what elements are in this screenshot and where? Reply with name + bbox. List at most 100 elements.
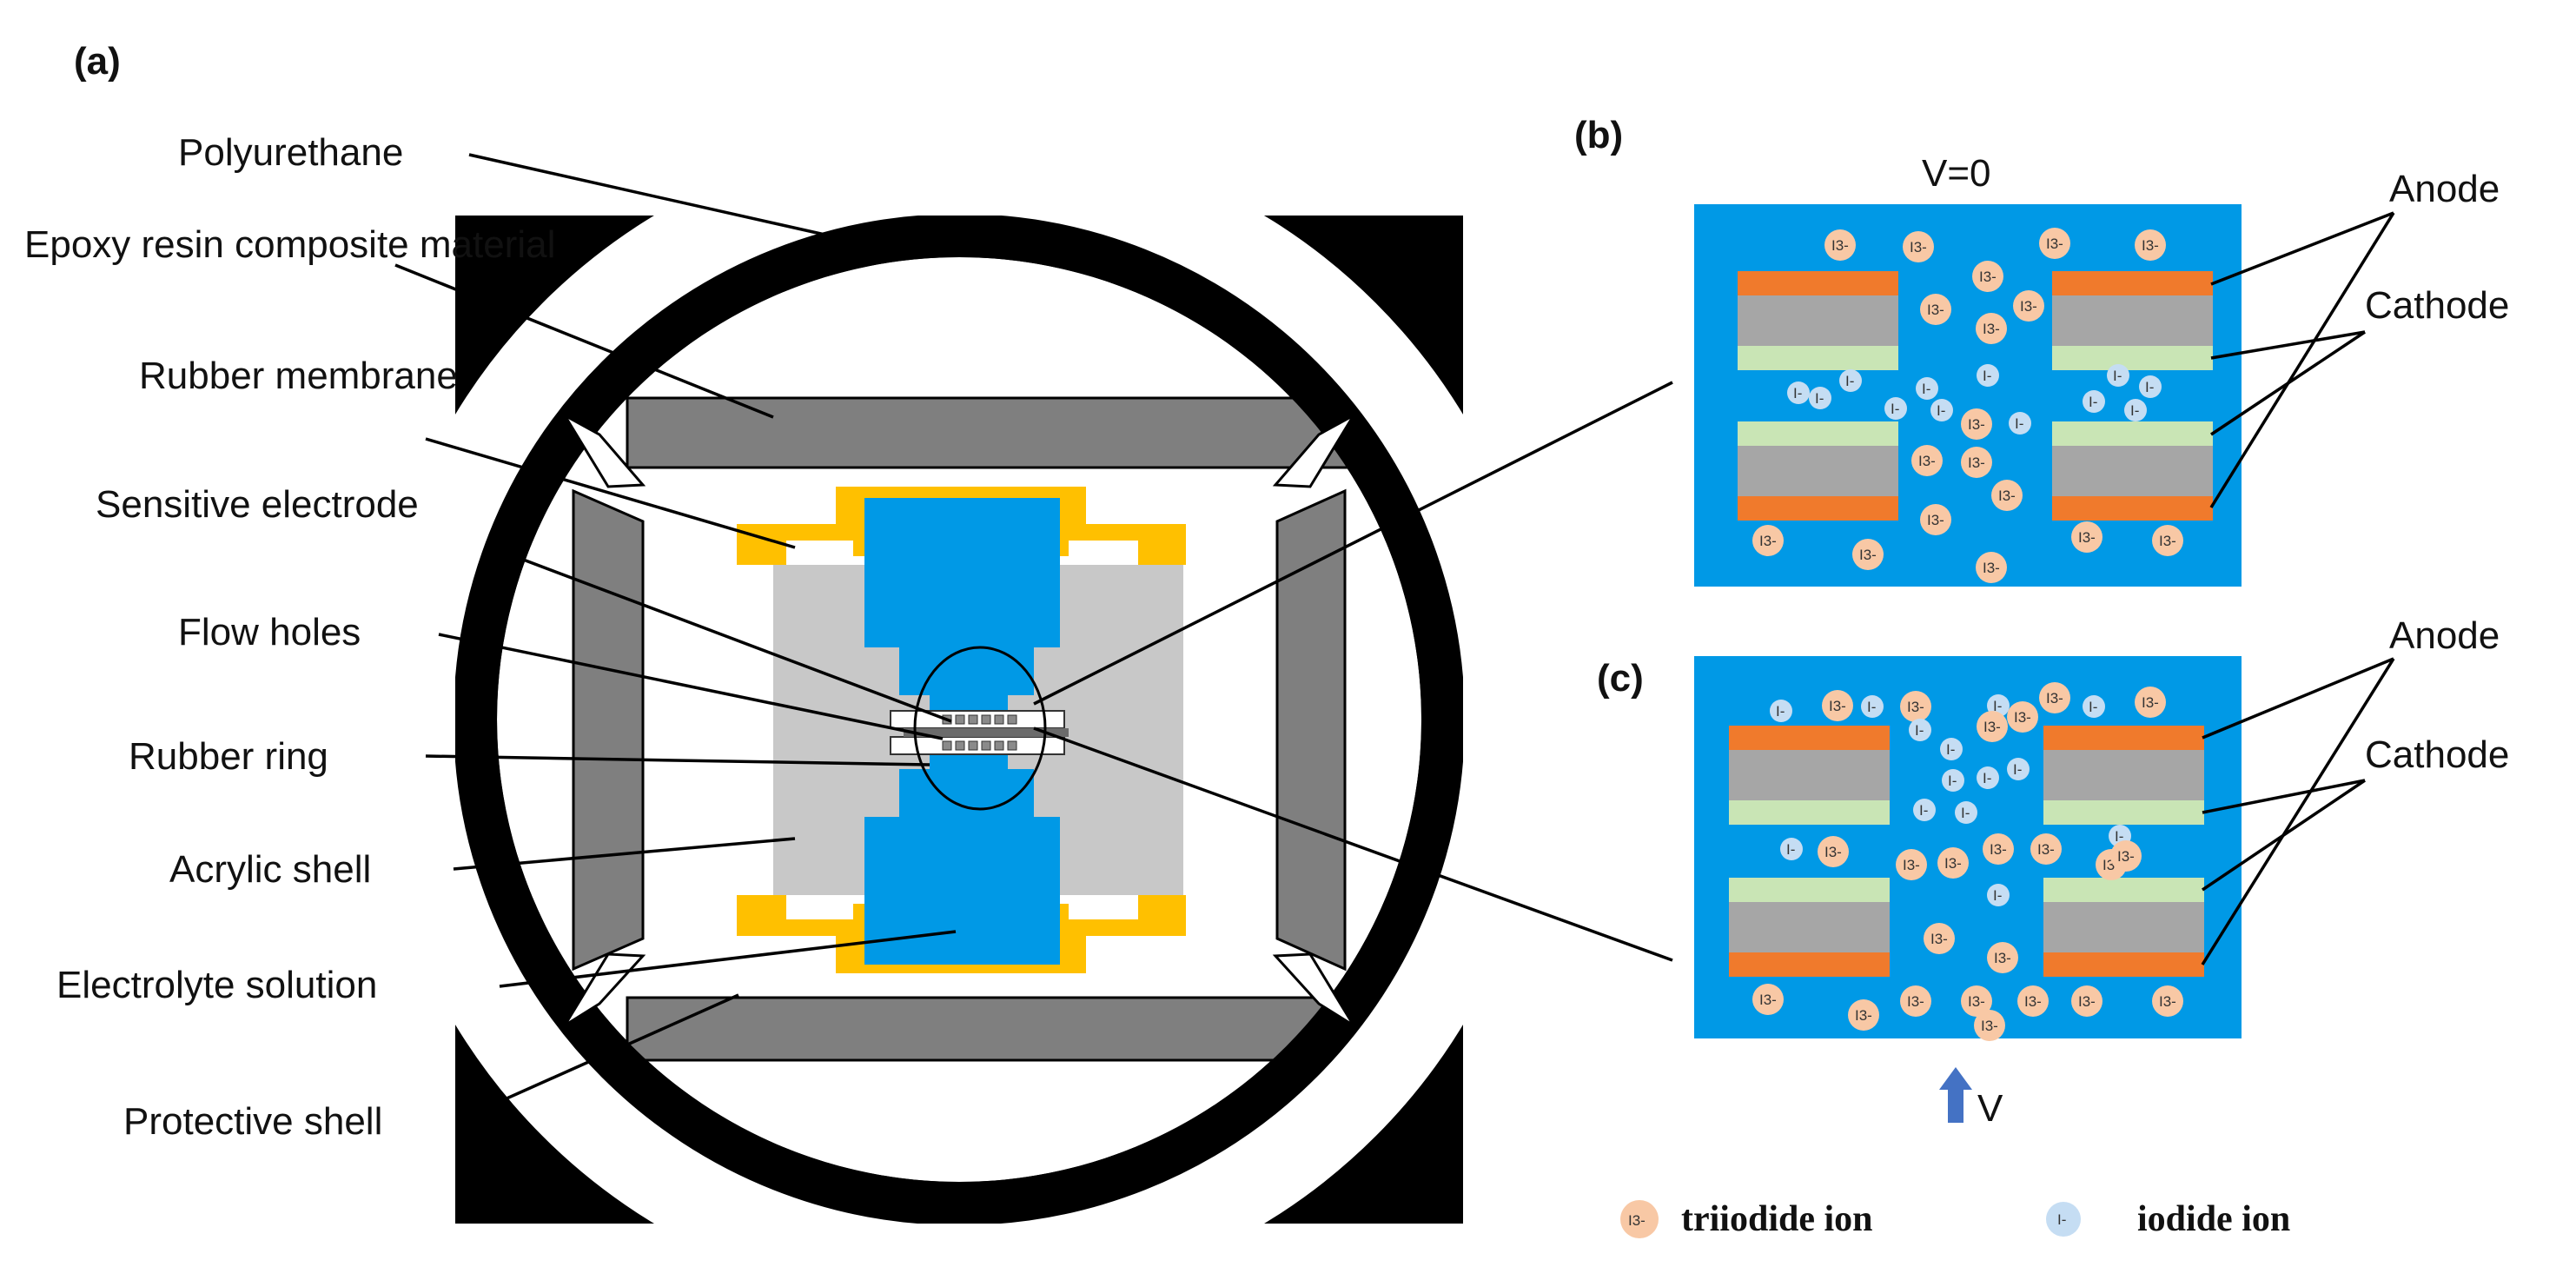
iodide-ion xyxy=(1809,387,1831,409)
triiodide-ion-symbol: I3- xyxy=(2078,529,2096,546)
outer-clean xyxy=(370,130,1548,1287)
epoxy-bottom-segment xyxy=(626,996,1361,1062)
label-sensitive-electrode: Sensitive electrode xyxy=(96,483,419,526)
iodide-ion xyxy=(1909,719,1931,741)
iodide-ion-symbol: I- xyxy=(1946,741,1955,758)
triiodide-ion xyxy=(1822,690,1853,721)
iodide-ion-symbol: I- xyxy=(1961,805,1970,821)
iodide-ion-symbol: I- xyxy=(1983,770,1991,786)
triiodide-ion xyxy=(1824,229,1856,261)
iodide-ion xyxy=(1839,369,1862,392)
triiodide-ion-symbol: I3- xyxy=(2020,298,2037,315)
iodide-ion-symbol: I- xyxy=(2130,402,2139,419)
triiodide-ion-symbol: I3- xyxy=(1907,699,1924,715)
label-acrylic-shell: Acrylic shell xyxy=(169,848,371,891)
triiodide-ion-symbol: I3- xyxy=(2014,709,2031,726)
electrolyte-chamber-top xyxy=(864,498,1060,695)
triiodide-ion-symbol: I3- xyxy=(2046,690,2063,707)
ions-c: I-I3-I-I3-I-I3-I-I3-I-I3-I3-I-I-I-I-I-I-… xyxy=(1752,682,2183,1041)
iodide-ion-symbol: I- xyxy=(1776,703,1785,720)
electrode-c-bottomright xyxy=(2043,902,2204,952)
ions-b: I3-I3-I3-I3-I3-I3-I3-I3-I-I-I-I-I-I-I-I-… xyxy=(1752,228,2183,583)
iodide-ion-symbol: I- xyxy=(1915,722,1924,739)
iodide-ion-symbol: I- xyxy=(2145,379,2154,395)
triiodide-ion xyxy=(1976,552,2007,583)
triiodide-ion-symbol: I3- xyxy=(1903,857,1920,873)
iodide-ion xyxy=(2009,412,2031,435)
triiodide-ion-symbol: I3- xyxy=(2142,694,2159,711)
triiodide-ion-symbol: I3- xyxy=(2142,237,2159,254)
epoxy-left-segment xyxy=(572,488,645,972)
triiodide-ion-symbol: I3- xyxy=(1831,237,1849,254)
label-flow-holes: Flow holes xyxy=(178,611,361,653)
iodide-ion xyxy=(1940,738,1963,760)
iodide-ion xyxy=(2139,375,2162,398)
legend-triiodide-text: triiodide ion xyxy=(1681,1199,1873,1239)
triiodide-ion-symbol: I3- xyxy=(2024,993,2042,1010)
iodide-ion xyxy=(1884,397,1907,420)
legend-iodide-icon xyxy=(2046,1202,2081,1237)
cathode-label-c: Cathode xyxy=(2365,733,2509,776)
anode-b-bottomleft xyxy=(1738,496,1898,521)
triiodide-ion xyxy=(1852,539,1884,570)
triiodide-ion xyxy=(1991,480,2023,511)
triiodide-ion xyxy=(1896,849,1927,880)
triiodide-ion xyxy=(1924,923,1955,954)
sensor-labels: Polyurethane Epoxy resin composite mater… xyxy=(24,131,555,1143)
velocity-arrow xyxy=(1939,1067,1972,1123)
triiodide-ion-symbol: I3- xyxy=(1927,302,1944,318)
electrolyte-chamber-bottom xyxy=(864,769,1060,965)
iodide-ion xyxy=(2007,758,2030,780)
iodide-ion-symbol: I- xyxy=(1948,773,1957,789)
iodide-ion xyxy=(1977,364,1999,387)
cathode-c-topleft xyxy=(1729,800,1890,825)
electrode-c-topleft xyxy=(1729,750,1890,800)
triiodide-ion-symbol: I3- xyxy=(2078,993,2096,1010)
iodide-ion xyxy=(2083,695,2105,718)
triiodide-ion xyxy=(2135,687,2166,718)
triiodide-ion xyxy=(2007,701,2038,733)
triiodide-ion-symbol: I3- xyxy=(1944,855,1962,872)
cathode-label-b: Cathode xyxy=(2365,284,2509,327)
iodide-ion-symbol: I- xyxy=(1919,802,1928,819)
triiodide-ion xyxy=(1920,294,1951,325)
electrode-b-topleft xyxy=(1738,295,1898,346)
triiodide-ion xyxy=(1848,999,1879,1031)
iodide-ion xyxy=(1977,766,1999,789)
anode-c-topleft xyxy=(1729,726,1890,750)
triiodide-ion-symbol: I3- xyxy=(2037,841,2055,858)
cathode-b-topright xyxy=(2052,346,2213,370)
legend-iodide-symbol: I- xyxy=(2057,1211,2066,1228)
triiodide-ion xyxy=(1977,711,2008,742)
triiodide-ion xyxy=(1818,836,1849,867)
iodide-ion-symbol: I- xyxy=(1815,390,1824,407)
triiodide-ion xyxy=(1752,984,1784,1015)
electrode-b-bottomright xyxy=(2052,446,2213,496)
triiodide-ion xyxy=(1972,261,2003,292)
panel-label-c: (c) xyxy=(1597,657,1644,700)
cathode-c-bottomleft xyxy=(1729,878,1890,902)
triiodide-ion-symbol: I3- xyxy=(1918,453,1936,469)
rubber-ring xyxy=(904,728,1069,737)
ring-notch-topright xyxy=(1272,411,1358,488)
triiodide-ion xyxy=(2152,525,2183,556)
triiodide-ion-symbol: I3- xyxy=(1983,560,2000,576)
triiodide-ion xyxy=(1961,447,1992,478)
legend: I3- triiodide ion I- iodide ion xyxy=(1620,1199,2290,1239)
iodide-ion-symbol: I- xyxy=(2089,394,2097,410)
anode-label-b: Anode xyxy=(2389,168,2500,210)
anode-b-topleft xyxy=(1738,271,1898,295)
velocity-label-b: V=0 xyxy=(1922,152,1991,195)
iodide-ion xyxy=(1770,700,1792,722)
iodide-ion-symbol: I- xyxy=(2013,761,2022,778)
triiodide-ion-symbol: I3- xyxy=(1990,841,2007,858)
cathode-b-bottomleft xyxy=(1738,421,1898,446)
zoom-circle xyxy=(913,646,1047,811)
triiodide-ion-symbol: I3- xyxy=(1759,992,1777,1008)
label-electrolyte-solution: Electrolyte solution xyxy=(56,964,377,1006)
iodide-ion-symbol: I- xyxy=(2115,828,2123,845)
cathode-c-bottomright xyxy=(2043,878,2204,902)
iodide-ion xyxy=(2124,399,2147,421)
triiodide-ion-symbol: I3- xyxy=(1968,993,1985,1010)
